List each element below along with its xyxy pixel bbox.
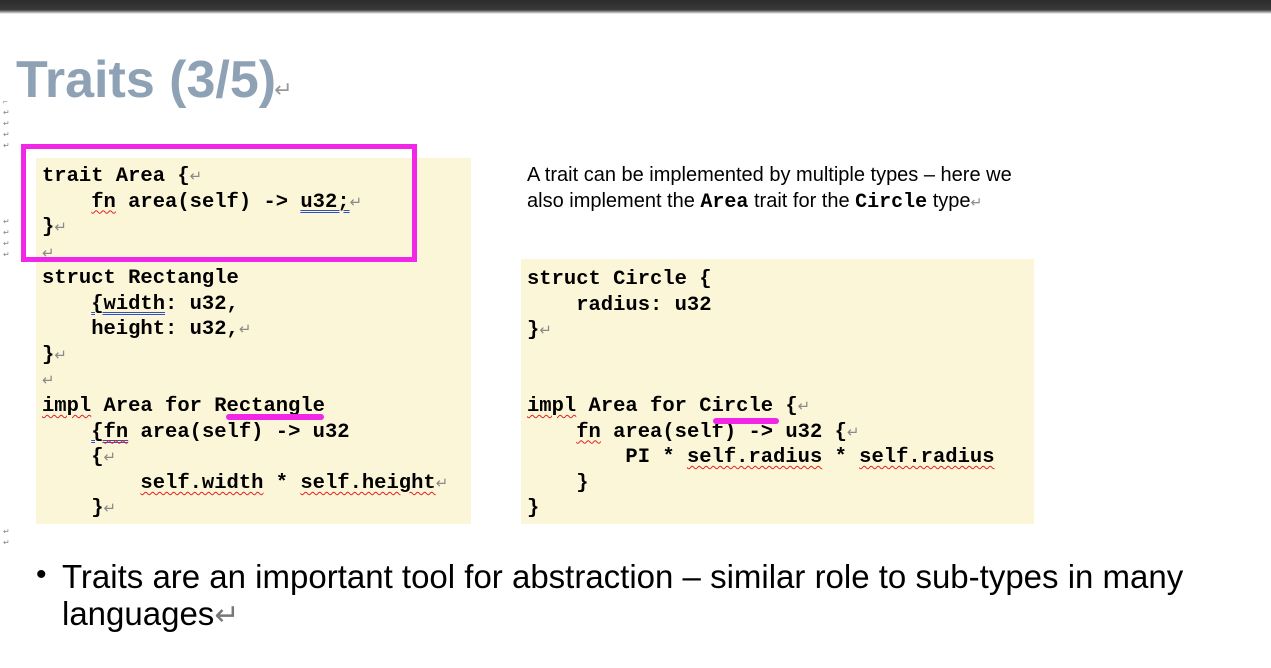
code-line: }: [42, 497, 104, 521]
margin-marks-mid: ↵↵↵↵: [3, 217, 10, 259]
note-line-2: also implement the Area trait for the Ci…: [527, 190, 983, 214]
code-token-fn-brace: {fn: [91, 420, 129, 444]
code-line: struct Circle {: [527, 268, 712, 291]
explanation-note[interactable]: A trait can be implemented by multiple t…: [527, 162, 1087, 216]
margin-marks-bottom: ↵↵: [3, 527, 10, 547]
window-top-bar: [0, 0, 1271, 14]
code-line: }: [527, 319, 540, 343]
struct-circle-code[interactable]: struct Circle { radius: u32 }↵: [527, 268, 712, 343]
trait-highlight-box: [21, 144, 417, 262]
code-line: height: u32,: [42, 318, 239, 342]
margin-marks-top: ⌐↵↵↵↵: [3, 97, 10, 150]
note-line-1: A trait can be implemented by multiple t…: [527, 164, 1012, 186]
code-token-fn: fn: [91, 190, 116, 214]
code-token-width: {width: [91, 292, 166, 316]
struct-rectangle-code[interactable]: struct Rectangle {width: u32, height: u3…: [42, 267, 252, 390]
circle-code-panel[interactable]: [521, 259, 1034, 524]
bullet-icon: •: [36, 558, 47, 591]
code-line: radius: u32: [527, 293, 712, 317]
slide-title-text: Traits (3/5): [16, 51, 277, 109]
code-token-self-radius: self.radius: [859, 446, 995, 470]
code-token-self-height: self.height: [300, 471, 436, 495]
code-line: }: [42, 216, 55, 240]
paragraph-mark-icon: ↵: [214, 599, 240, 632]
circle-underline-stroke: [713, 418, 779, 424]
code-line: trait Area {: [42, 165, 190, 188]
bullet-text: Traits are an important tool for abstrac…: [62, 558, 1184, 632]
code-token-return-type: u32;: [300, 190, 350, 214]
code-line: }: [527, 471, 589, 495]
code-token-self-width: self.width: [140, 471, 264, 495]
impl-area-rectangle-code[interactable]: impl Area for Rectangle {fn area(self) -…: [42, 395, 449, 521]
rectangle-underline-stroke: [226, 414, 324, 420]
code-token-impl: impl: [42, 395, 92, 418]
impl-area-circle-code[interactable]: impl Area for Circle {↵ fn area(self) ->…: [527, 395, 995, 521]
code-line: }: [42, 343, 55, 367]
code-token-self-radius: self.radius: [686, 446, 823, 470]
code-token-fn: fn: [576, 420, 601, 444]
rectangle-code-panel[interactable]: [36, 158, 471, 524]
code-token-impl: impl: [527, 395, 577, 418]
paragraph-mark-icon: ↵: [274, 78, 293, 103]
code-line: }: [527, 497, 540, 521]
code-line: struct Rectangle: [42, 267, 239, 290]
slide-title[interactable]: Traits (3/5)↵: [16, 50, 293, 110]
